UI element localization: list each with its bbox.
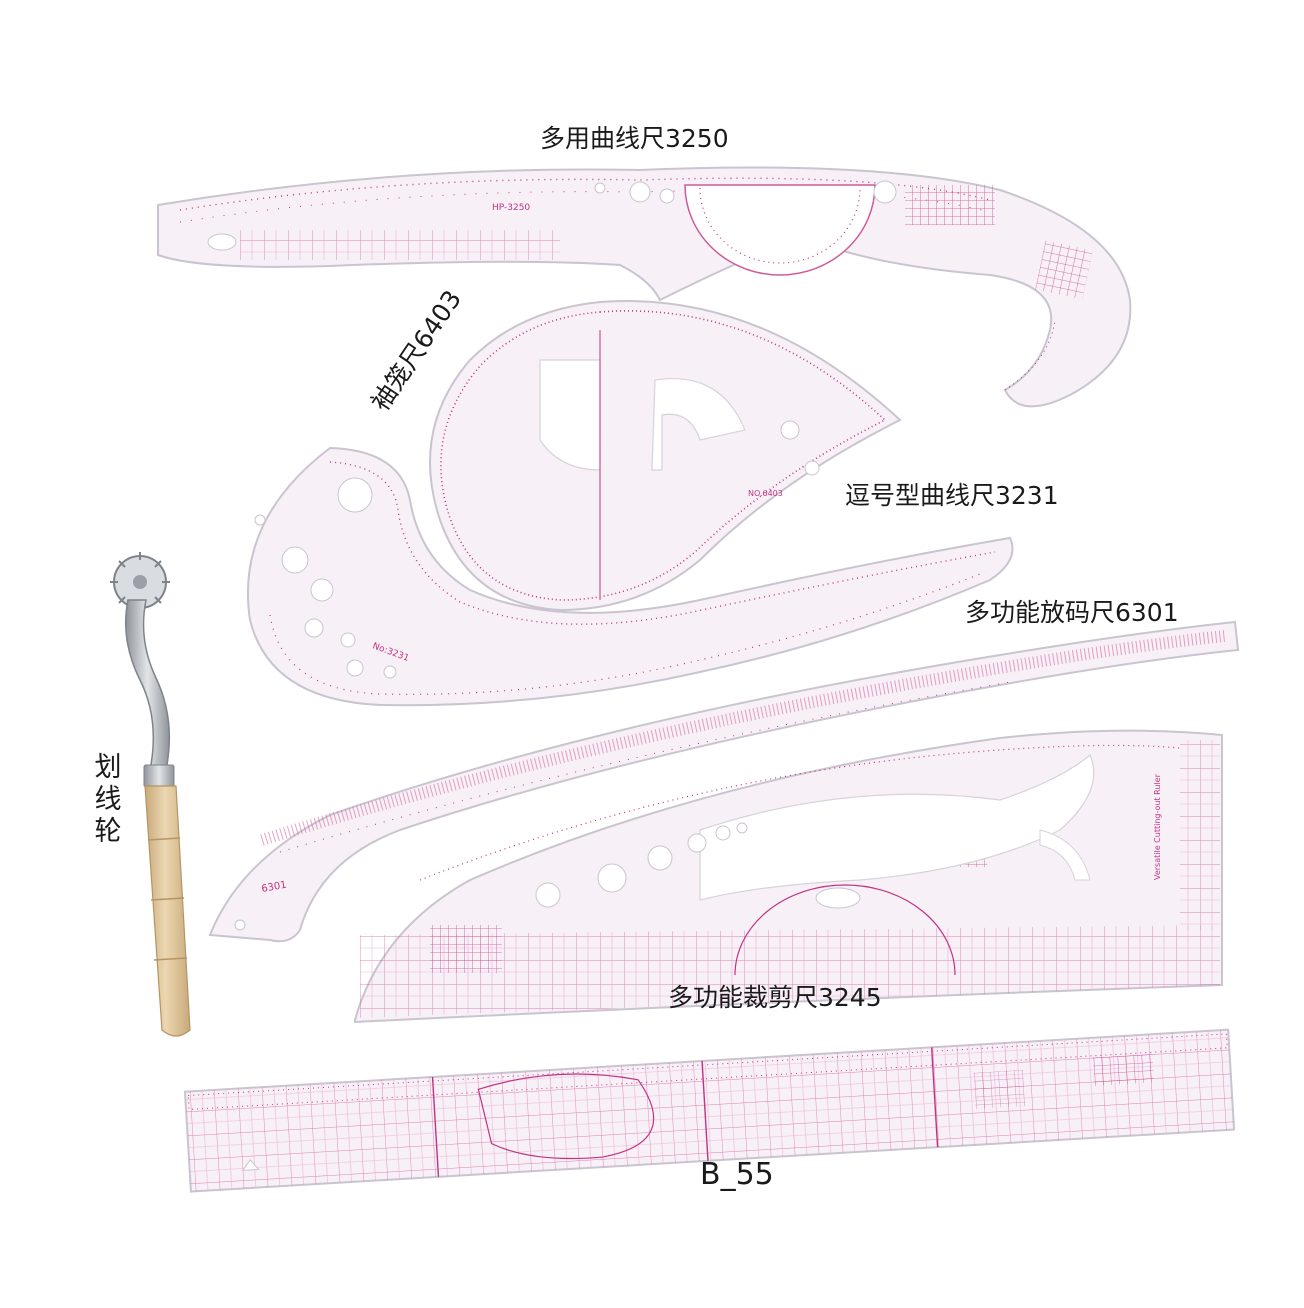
cutting-side-print: Versatile Cutting-out Ruler bbox=[1153, 773, 1162, 880]
multi-curve-ruler: HP-3250 bbox=[157, 166, 1132, 408]
label-multi-curve-ruler: 多用曲线尺3250 bbox=[540, 124, 729, 153]
cutting-ruler: Versatile Cutting-out Ruler bbox=[354, 729, 1223, 1024]
multi-curve-model-print: HP-3250 bbox=[492, 203, 530, 213]
sleeve-ruler: NO.6403 bbox=[429, 300, 902, 612]
grading-model-print: 6301 bbox=[261, 880, 288, 895]
straight-ruler bbox=[183, 1028, 1236, 1193]
label-grading-ruler: 多功能放码尺6301 bbox=[965, 598, 1179, 627]
label-tracing-wheel-char-1: 划 bbox=[94, 752, 122, 783]
grading-ruler: 6301 bbox=[208, 620, 1240, 943]
label-straight-ruler: B_55 bbox=[700, 1157, 774, 1192]
label-tracing-wheel-char-2: 线 bbox=[94, 783, 122, 815]
label-tracing-wheel-char-3: 轮 bbox=[94, 815, 122, 847]
comma-curve-ruler: No:3231 bbox=[246, 446, 1014, 707]
label-cutting-ruler: 多功能裁剪尺3245 bbox=[668, 983, 882, 1012]
label-tracing-wheel: 划 线 轮 bbox=[92, 752, 124, 848]
label-comma-curve-ruler: 逗号型曲线尺3231 bbox=[845, 481, 1059, 510]
tracing-wheel bbox=[110, 552, 191, 1037]
sleeve-model-print: NO.6403 bbox=[748, 489, 783, 498]
